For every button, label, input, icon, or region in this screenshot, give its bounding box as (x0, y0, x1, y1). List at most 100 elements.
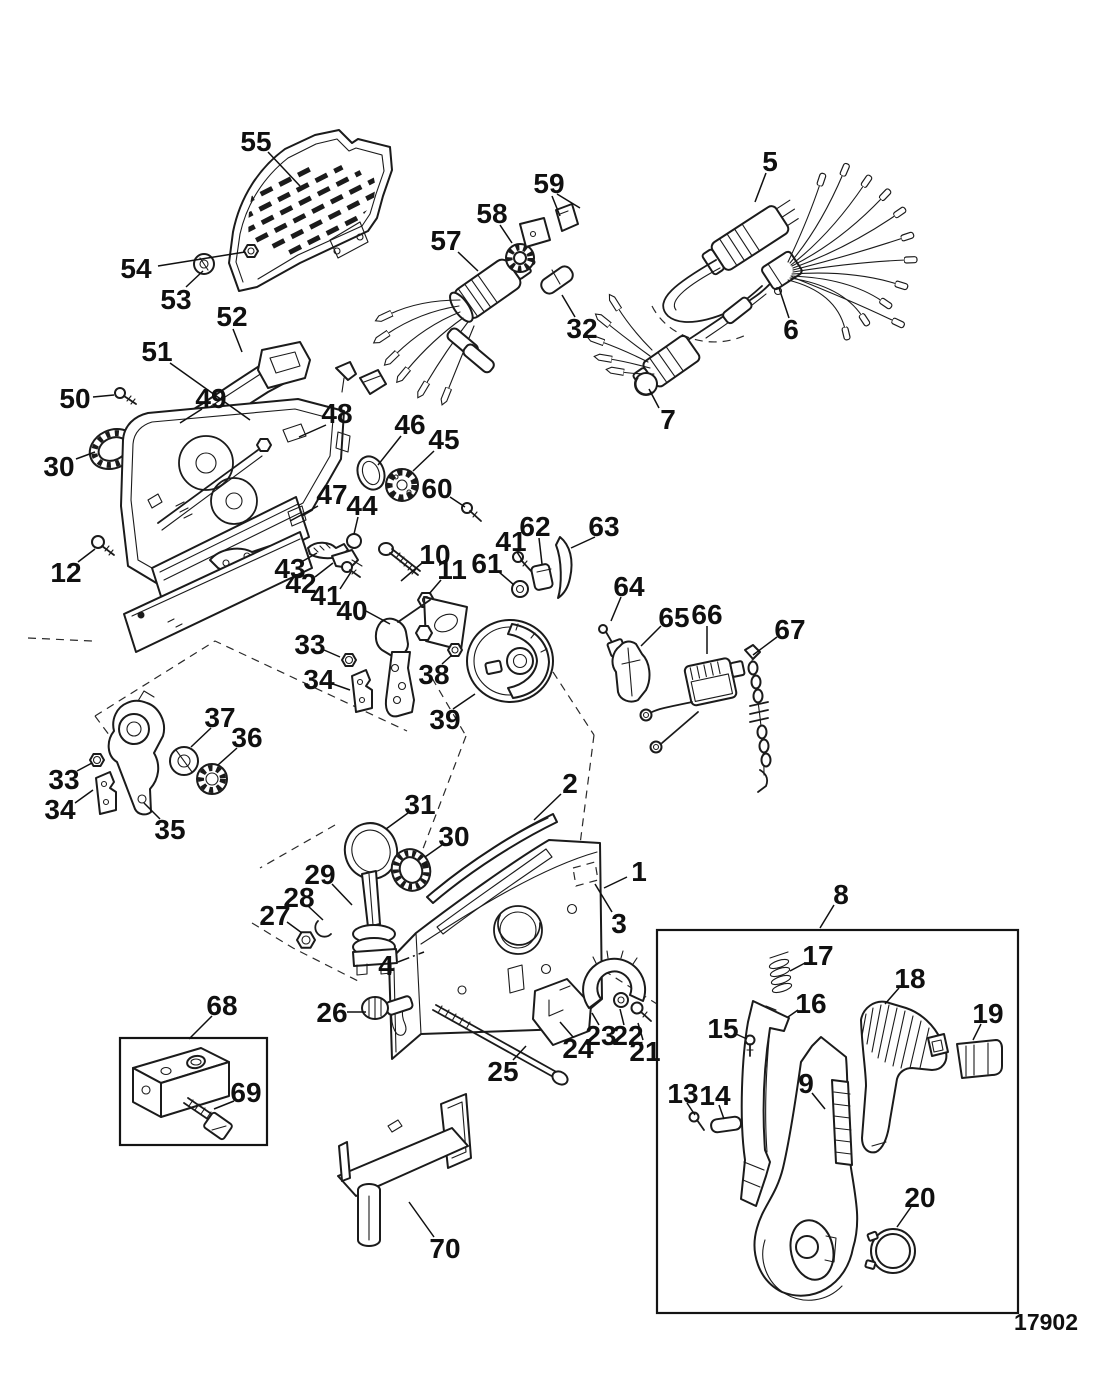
anchor-block-kit-box (118, 1036, 269, 1147)
callout-43: 43 (274, 553, 305, 584)
part-45-detent-gear (385, 468, 419, 502)
callout-9: 9 (798, 1068, 814, 1099)
part-58-switch-nut (505, 243, 535, 273)
callout-60: 60 (421, 473, 452, 504)
callout-42: 42 (285, 568, 316, 599)
callout-6: 6 (783, 314, 799, 345)
part-63-wear-strip (555, 536, 573, 599)
callout-31: 31 (404, 789, 435, 820)
leader-30 (424, 844, 443, 858)
callout-18: 18 (894, 963, 925, 994)
callout-36: 36 (231, 722, 262, 753)
callout-61: 61 (471, 548, 502, 579)
part-41-screw-left (341, 561, 361, 578)
leader-25 (512, 1045, 527, 1061)
part-7-cap (634, 372, 658, 396)
callout-68: 68 (206, 990, 237, 1021)
part-25-anchor-screw (432, 1004, 569, 1086)
leader-33 (323, 649, 341, 658)
leader-51 (169, 362, 251, 421)
leader-29 (331, 883, 353, 906)
callout-25: 25 (487, 1056, 518, 1087)
callout-34: 34 (303, 664, 335, 695)
callout-41: 41 (495, 526, 526, 557)
callout-57: 57 (430, 225, 461, 256)
callout-7: 7 (660, 404, 676, 435)
callout-10: 10 (419, 539, 450, 570)
callout-44: 44 (346, 490, 378, 521)
part-56-latch-clips (335, 361, 387, 395)
part-70-mount-bracket (337, 1093, 472, 1247)
callout-11: 11 (437, 554, 467, 585)
callout-37: 37 (204, 702, 235, 733)
part-31-seal-ring (343, 822, 399, 880)
leader-34 (332, 683, 351, 691)
leader-59 (551, 195, 561, 217)
leader-5 (754, 172, 767, 203)
callout-69: 69 (230, 1077, 261, 1108)
leader-61 (498, 571, 515, 586)
part-35-cam (107, 690, 165, 816)
callout-16: 16 (795, 988, 826, 1019)
leader-2 (533, 793, 562, 821)
callout-39: 39 (429, 704, 460, 735)
leader-34 (74, 789, 94, 804)
callout-33: 33 (294, 629, 325, 660)
callout-15: 15 (707, 1013, 738, 1044)
leader-67 (752, 636, 778, 656)
leader-50 (92, 394, 115, 398)
leader-22 (619, 1008, 625, 1026)
leader-57 (457, 251, 479, 272)
part-17-spring (768, 951, 793, 994)
leader-14 (718, 1104, 725, 1120)
callout-63: 63 (588, 511, 619, 542)
leader-9 (811, 1092, 826, 1110)
harness-lower-branch (602, 285, 767, 393)
part-62-spacer-block (530, 563, 554, 591)
part-52-lever-pad (257, 341, 311, 389)
leader-49 (179, 408, 203, 424)
leader-48 (298, 424, 327, 438)
leader-3 (594, 883, 613, 913)
leader-69 (213, 1100, 235, 1110)
leader-36 (217, 747, 238, 766)
part-29-neutral-lever (352, 870, 398, 976)
leader-37 (190, 727, 212, 748)
leader-44 (353, 516, 359, 535)
leader-64 (610, 596, 622, 622)
leader-54 (157, 251, 246, 267)
leader-1 (603, 876, 628, 889)
callout-67: 67 (774, 614, 805, 645)
part-19-end-cap (956, 1039, 1003, 1079)
callout-21: 21 (629, 1036, 660, 1067)
part-37-washer (169, 746, 199, 776)
handle-kit-box (655, 928, 1020, 1315)
part-24-interlock-module (532, 978, 592, 1046)
leader-18 (884, 987, 900, 1005)
part-54-nut (243, 244, 259, 258)
leader-32 (561, 294, 576, 318)
part-28-clip (314, 920, 332, 938)
callout-26: 26 (316, 997, 347, 1028)
part-5-harness-connector (701, 199, 799, 276)
callout-34: 34 (44, 794, 76, 825)
leader-41 (339, 571, 352, 590)
part-41-screw-right (512, 551, 532, 572)
callout-62: 62 (519, 511, 550, 542)
leader-62 (538, 537, 543, 565)
leader-43 (302, 552, 318, 562)
leader-10 (400, 562, 423, 582)
drawing-number: 17902 (1014, 1309, 1078, 1335)
part-38-nut (447, 643, 463, 657)
callout-64: 64 (613, 571, 645, 602)
callout-32: 32 (566, 313, 597, 344)
leader-41 (516, 551, 523, 561)
part-44-ball (346, 533, 362, 549)
leader-39 (452, 693, 476, 710)
harness-wires (787, 174, 906, 329)
callout-40: 40 (336, 595, 367, 626)
callout-53: 53 (160, 284, 191, 315)
leader-16 (787, 1009, 799, 1018)
